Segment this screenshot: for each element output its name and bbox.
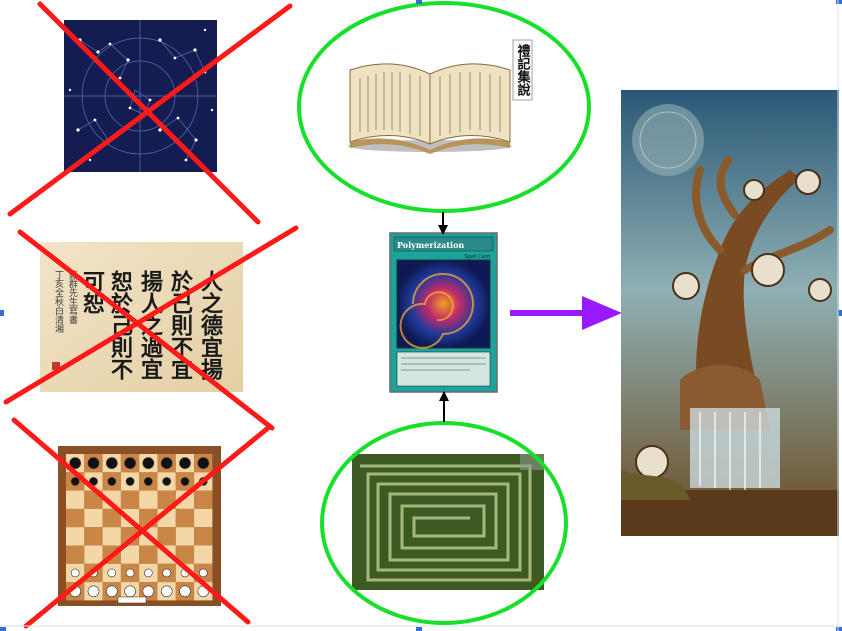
black-chess-piece bbox=[180, 477, 190, 486]
black-chess-piece bbox=[179, 457, 191, 469]
white-chess-piece bbox=[107, 568, 117, 578]
white-chess-piece bbox=[199, 568, 208, 578]
book-label: 禮記集說 bbox=[512, 39, 533, 101]
chess-square bbox=[157, 527, 176, 546]
black-chess-piece bbox=[144, 477, 153, 486]
black-chess-piece bbox=[162, 477, 171, 486]
trading-card: Polymerization Spell Card bbox=[389, 232, 498, 393]
book-label-text: 禮記集說 bbox=[515, 43, 532, 97]
card-to-result-arrow bbox=[510, 296, 622, 330]
white-chess-piece bbox=[106, 585, 118, 598]
black-chess-piece bbox=[69, 457, 81, 469]
black-chess-piece bbox=[124, 457, 136, 469]
card-type: Spell Card bbox=[465, 254, 491, 260]
black-chess-piece bbox=[106, 457, 118, 469]
black-chess-piece bbox=[87, 457, 100, 469]
chess-square bbox=[194, 545, 213, 564]
chess-square bbox=[84, 508, 103, 528]
white-chess-piece bbox=[70, 568, 80, 578]
chess-square bbox=[194, 508, 213, 528]
card-title: Polymerization bbox=[397, 240, 464, 250]
chess-square bbox=[102, 508, 121, 528]
chess-square bbox=[139, 545, 158, 564]
chess-square bbox=[175, 508, 195, 528]
chess-square bbox=[194, 490, 213, 509]
chess-square bbox=[175, 527, 195, 546]
book-circle bbox=[297, 1, 591, 213]
chess-square bbox=[84, 545, 103, 564]
white-chess-piece bbox=[144, 568, 153, 578]
chess-square bbox=[66, 508, 85, 528]
black-chess-piece bbox=[125, 477, 135, 486]
chess-square bbox=[120, 527, 140, 546]
white-chess-piece bbox=[124, 585, 136, 598]
chess-square bbox=[102, 527, 121, 546]
calligraphy-cross bbox=[3, 225, 299, 431]
chess-square bbox=[120, 545, 140, 564]
calligraphy-col4: 恕於己則不 bbox=[107, 269, 133, 380]
white-chess-piece bbox=[162, 568, 171, 578]
chess-board-cross bbox=[11, 417, 271, 629]
chess-square bbox=[139, 490, 158, 509]
calligraphy-inscription: 錄群先生寫書 bbox=[67, 269, 78, 325]
maze-circle bbox=[320, 421, 568, 625]
calligraphy-col1: 人之德宜揚 bbox=[197, 270, 223, 381]
chess-square bbox=[84, 527, 103, 546]
chess-square bbox=[175, 545, 195, 564]
black-chess-piece bbox=[160, 457, 173, 469]
black-chess-piece bbox=[197, 457, 210, 469]
calligraphy-signature: 丁亥全秋白清湘 bbox=[53, 270, 64, 334]
fantasy-tree-image bbox=[621, 90, 839, 536]
star-chart-image bbox=[64, 20, 217, 172]
maze-image bbox=[352, 454, 544, 590]
chess-square bbox=[66, 527, 85, 546]
black-chess-piece bbox=[70, 477, 80, 486]
white-chess-piece bbox=[179, 585, 191, 598]
black-chess-piece bbox=[142, 457, 155, 469]
book-image bbox=[348, 63, 512, 154]
chess-square bbox=[120, 490, 140, 509]
chess-square bbox=[194, 527, 213, 546]
white-chess-piece bbox=[160, 585, 173, 598]
calligraphy-image: 人之德宜揚 於己則不宜 揚人之過宜 恕於己則不 可恕 錄群先生寫書 丁亥全秋白清… bbox=[40, 242, 243, 392]
chess-square bbox=[66, 490, 85, 509]
white-chess-piece bbox=[142, 585, 155, 598]
chess-square bbox=[102, 490, 121, 509]
white-chess-piece bbox=[125, 568, 135, 578]
white-chess-piece bbox=[87, 585, 100, 598]
black-chess-piece bbox=[107, 477, 117, 486]
chess-square bbox=[66, 545, 85, 564]
star-chart-cross bbox=[7, 1, 293, 225]
